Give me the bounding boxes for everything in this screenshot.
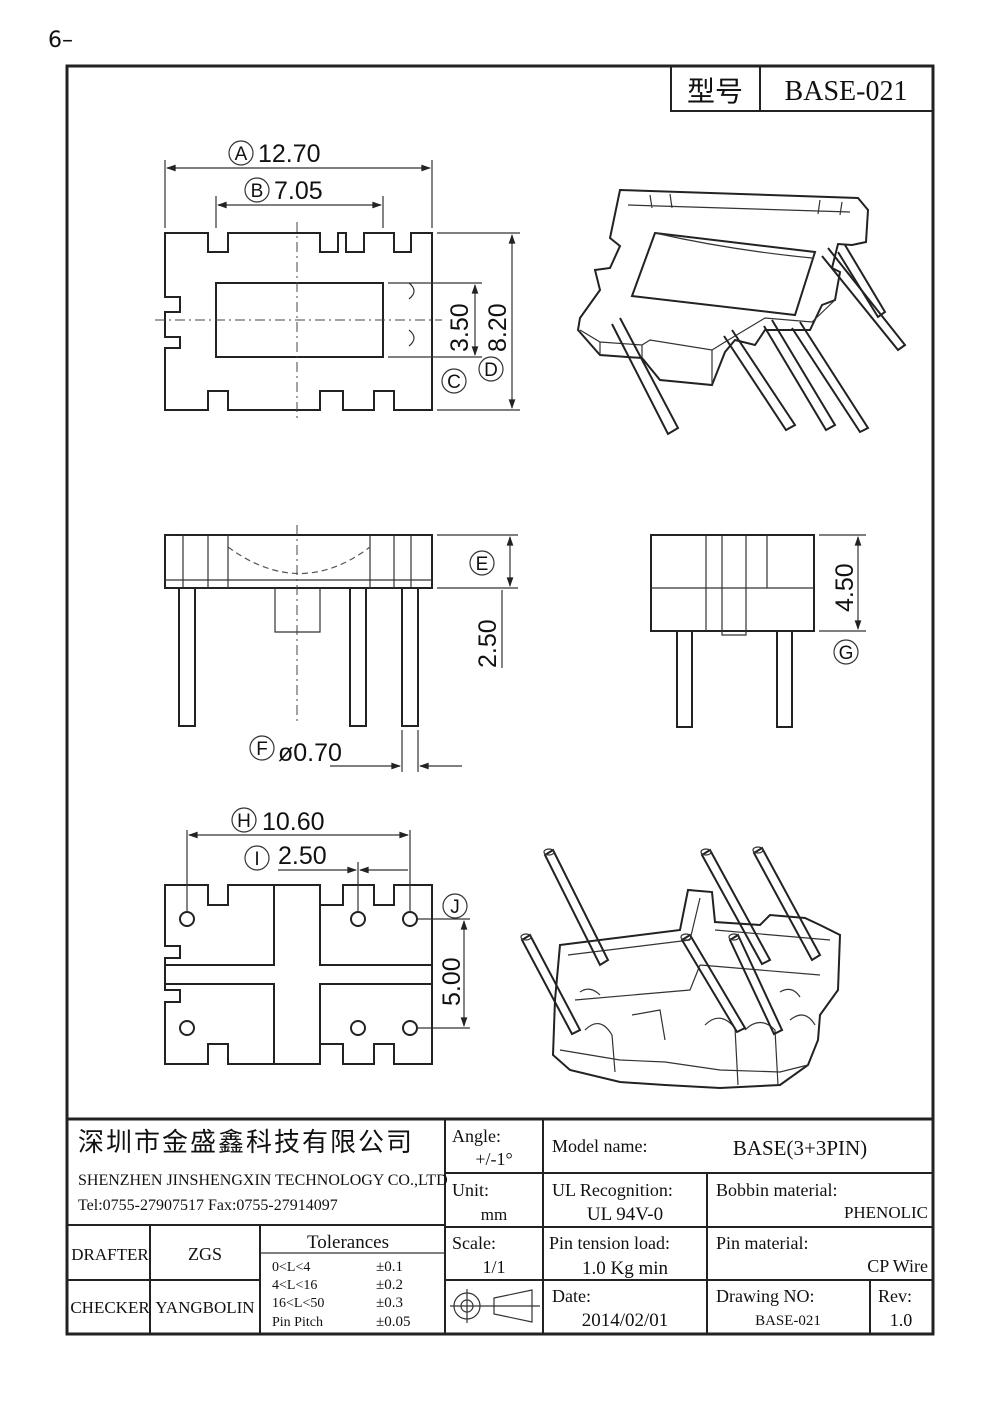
dim-i-value: 2.50 bbox=[278, 842, 327, 870]
dim-j-value: 5.00 bbox=[438, 957, 466, 1006]
model-label: 型号 bbox=[687, 76, 743, 108]
front-view: E 2.50 F ø0.70 bbox=[164, 525, 518, 772]
scale-value: 1/1 bbox=[482, 1257, 505, 1277]
dim-e-value: 2.50 bbox=[474, 619, 502, 668]
model-name-label: Model name: bbox=[552, 1136, 647, 1156]
tolerance-range-2: 4<L<16 bbox=[272, 1278, 317, 1293]
projection-symbol-icon bbox=[450, 1289, 540, 1323]
rev-label: Rev: bbox=[878, 1286, 912, 1306]
dim-f-tag: F bbox=[256, 739, 268, 760]
tolerance-value-4: ±0.05 bbox=[376, 1314, 410, 1330]
isometric-view-top bbox=[576, 188, 907, 436]
ul-label: UL Recognition: bbox=[552, 1180, 673, 1200]
dim-b-value: 7.05 bbox=[274, 177, 323, 205]
rev-value: 1.0 bbox=[890, 1310, 913, 1330]
drawing-no-label: Drawing NO: bbox=[716, 1286, 814, 1306]
checker-value: YANGBOLIN bbox=[155, 1298, 254, 1317]
pin-material-label: Pin material: bbox=[716, 1233, 808, 1253]
angle-value: +/-1° bbox=[475, 1149, 512, 1169]
dim-c-value: 3.50 bbox=[446, 303, 474, 352]
checker-label: CHECKER bbox=[70, 1298, 150, 1317]
tolerance-range-1: 0<L<4 bbox=[272, 1260, 310, 1275]
tolerances-title: Tolerances bbox=[307, 1232, 389, 1253]
dim-d-tag: D bbox=[484, 360, 498, 381]
dim-e-tag: E bbox=[476, 554, 489, 575]
model-title-box: 型号 BASE-021 bbox=[670, 65, 934, 112]
dim-c-tag: C bbox=[447, 372, 461, 393]
drafter-value: ZGS bbox=[188, 1244, 222, 1264]
dim-h-value: 10.60 bbox=[262, 808, 325, 836]
dim-f-value: ø0.70 bbox=[278, 739, 342, 767]
bottom-view: H 10.60 I 2.50 5.00 J bbox=[164, 807, 470, 1065]
bobbin-value: PHENOLIC bbox=[844, 1203, 928, 1222]
tolerance-range-4: Pin Pitch bbox=[272, 1315, 323, 1330]
unit-label: Unit: bbox=[452, 1180, 489, 1200]
angle-label: Angle: bbox=[452, 1126, 501, 1146]
company-name-en: SHENZHEN JINSHENGXIN TECHNOLOGY CO.,LTD bbox=[78, 1172, 448, 1189]
model-value: BASE-021 bbox=[785, 76, 908, 107]
bobbin-label: Bobbin material: bbox=[716, 1180, 837, 1200]
drawing-frame bbox=[65, 64, 935, 1336]
dim-d-value: 8.20 bbox=[484, 303, 512, 352]
drafter-label: DRAFTER bbox=[71, 1245, 149, 1264]
dim-g-tag: G bbox=[839, 643, 854, 664]
tolerance-value-2: ±0.2 bbox=[376, 1277, 403, 1293]
company-contact: Tel:0755-27907517 Fax:0755-27914097 bbox=[78, 1197, 338, 1214]
drawing-no-value: BASE-021 bbox=[755, 1313, 821, 1329]
dim-a-tag: A bbox=[235, 144, 248, 165]
pin-tension-label: Pin tension load: bbox=[549, 1233, 670, 1253]
dim-a-value: 12.70 bbox=[258, 140, 321, 168]
tolerance-value-1: ±0.1 bbox=[376, 1259, 403, 1275]
model-name-value: BASE(3+3PIN) bbox=[733, 1136, 867, 1160]
isometric-view-bottom bbox=[520, 846, 842, 1090]
ul-value: UL 94V-0 bbox=[587, 1204, 663, 1225]
company-name-cn: 深圳市金盛鑫科技有限公司 bbox=[78, 1128, 414, 1157]
dim-g-value: 4.50 bbox=[831, 563, 859, 612]
side-view: 4.50 G bbox=[650, 534, 866, 728]
tolerance-range-3: 16<L<50 bbox=[272, 1296, 324, 1311]
dim-h-tag: H bbox=[237, 811, 251, 832]
title-block: 深圳市金盛鑫科技有限公司 SHENZHEN JINSHENGXIN TECHNO… bbox=[67, 1117, 933, 1334]
unit-value: mm bbox=[481, 1205, 507, 1224]
dim-i-tag: I bbox=[254, 849, 259, 870]
pin-material-value: CP Wire bbox=[867, 1256, 928, 1276]
dim-j-tag: J bbox=[450, 897, 460, 918]
date-label: Date: bbox=[552, 1286, 591, 1306]
top-view: A 12.70 B 7.05 3.50 C 8.20 D bbox=[155, 140, 520, 420]
dim-b-tag: B bbox=[251, 181, 264, 202]
page-number: 6– bbox=[48, 28, 73, 53]
pin-tension-value: 1.0 Kg min bbox=[582, 1258, 669, 1279]
scale-label: Scale: bbox=[452, 1233, 496, 1253]
tolerance-value-3: ±0.3 bbox=[376, 1295, 403, 1311]
date-value: 2014/02/01 bbox=[582, 1310, 669, 1331]
